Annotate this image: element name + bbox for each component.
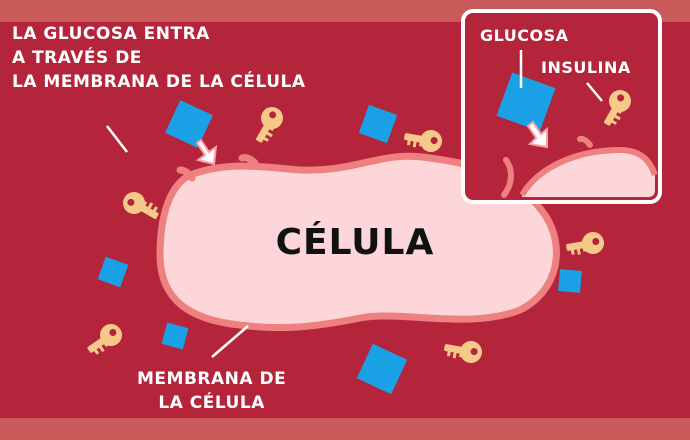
insulin-key-icon bbox=[564, 230, 606, 259]
insulin-key-icon bbox=[248, 102, 288, 147]
pointer-line-insulin bbox=[586, 82, 603, 102]
insulin-key-icon bbox=[442, 336, 484, 365]
insulin-key-icon bbox=[402, 125, 444, 154]
entry-arrow-icon bbox=[195, 138, 218, 166]
cell-body bbox=[156, 152, 560, 332]
glucose-square-icon bbox=[358, 104, 398, 144]
inset-glucose-label: GLUCOSA bbox=[480, 26, 569, 45]
membrane-caption-line-2: LA CÉLULA bbox=[158, 393, 265, 413]
entry-arrow-icon bbox=[526, 120, 548, 149]
glucose-square-icon bbox=[161, 322, 189, 350]
glucose-square-icon bbox=[356, 343, 408, 395]
membrane-tail-top bbox=[238, 154, 259, 167]
insulin-key-icon bbox=[118, 187, 163, 227]
pointer-line-entry bbox=[106, 125, 128, 153]
membrane-caption: MEMBRANA DE LA CÉLULA bbox=[137, 367, 286, 415]
entry-caption-line-2: A TRAVÉS DE bbox=[12, 48, 142, 68]
glucose-square-icon bbox=[496, 72, 556, 132]
glucose-square-icon bbox=[558, 269, 582, 293]
cell-label: CÉLULA bbox=[275, 222, 435, 263]
inset-panel bbox=[461, 9, 662, 204]
entry-caption-line-3: LA MEMBRANA DE LA CÉLULA bbox=[12, 72, 306, 92]
entry-caption: LA GLUCOSA ENTRA A TRAVÉS DE LA MEMBRANA… bbox=[12, 22, 306, 94]
membrane-caption-line-1: MEMBRANA DE bbox=[137, 369, 287, 389]
insulin-key-icon bbox=[82, 319, 127, 360]
pointer-line-membrane bbox=[211, 325, 249, 358]
bottom-band bbox=[0, 418, 690, 440]
glucose-square-icon bbox=[165, 100, 213, 148]
entry-caption-line-1: LA GLUCOSA ENTRA bbox=[12, 24, 210, 44]
glucose-square-icon bbox=[97, 256, 129, 288]
membrane-tail-left bbox=[176, 166, 196, 182]
inset-insulin-label: INSULINA bbox=[541, 58, 631, 77]
